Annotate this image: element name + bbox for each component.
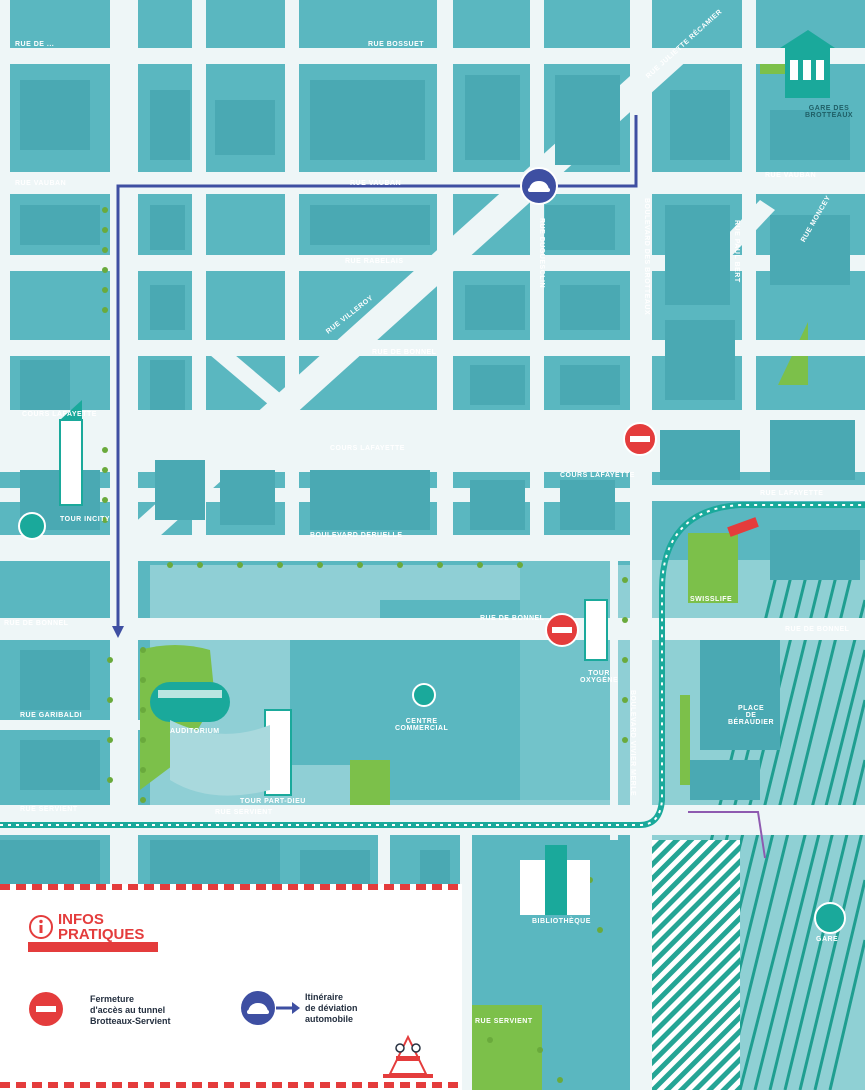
street-label: RUE GARIBALDI bbox=[20, 712, 83, 719]
traffic-cone-icon bbox=[383, 1034, 433, 1078]
street-label: RUE VAUBAN bbox=[765, 172, 817, 179]
street-label: BOULEVARD DES BROTTEAUX bbox=[643, 198, 650, 316]
legend-title: INFOS PRATIQUES bbox=[58, 911, 145, 943]
buildings bbox=[0, 75, 860, 900]
street-label: BOULEVARD DERUELLE bbox=[310, 532, 403, 539]
tour-part-dieu-label: TOUR PART-DIEU bbox=[240, 798, 306, 805]
street-label: RUE VAUBAN bbox=[15, 180, 67, 187]
street-label: COURS LAFAYETTE bbox=[560, 472, 635, 479]
tour-oxygene-label: TOUR OXYGÈNE bbox=[580, 670, 619, 684]
bibliotheque-label: BIBLIOTHÈQUE bbox=[532, 918, 591, 925]
street-label: RUE RABELAIS bbox=[345, 258, 404, 265]
legend-closure-text: Fermeture d'accès au tunnel Brotteaux-Se… bbox=[90, 994, 171, 1026]
info-icon bbox=[29, 915, 53, 939]
street-label: RUE DE BONNEL bbox=[785, 626, 850, 633]
tour-incity-icon[interactable] bbox=[18, 512, 46, 540]
street-label: RUE DE BONNEL bbox=[372, 349, 437, 356]
place-beraudier-label: PLACE DE BÉRAUDIER bbox=[728, 705, 775, 726]
tour-incity-label: TOUR INCITY bbox=[60, 516, 111, 523]
street-label: RUE DUGUESCLIN bbox=[538, 218, 545, 289]
parks bbox=[140, 60, 808, 1090]
no-entry-icon bbox=[29, 992, 63, 1026]
auditorium-label: AUDITORIUM bbox=[170, 728, 220, 735]
tram-line bbox=[0, 502, 865, 828]
no-entry-icon[interactable] bbox=[623, 422, 657, 456]
legend-border-bottom bbox=[0, 1082, 462, 1088]
gare-brotteaux-label: GARE DES BROTTEAUX bbox=[805, 105, 854, 119]
street-label: RUE SERVIENT bbox=[215, 809, 273, 816]
gare-label: GARE bbox=[816, 936, 839, 943]
legend-panel: INFOS PRATIQUES Fermeture d'accès au tun… bbox=[0, 884, 462, 1090]
detour-route bbox=[116, 115, 638, 630]
centre-commercial-label: CENTRE COMMERCIAL bbox=[395, 718, 449, 732]
street-label: RUE SERVIENT bbox=[20, 806, 78, 813]
street-label: RUE DE BONNEL bbox=[480, 615, 545, 622]
car-icon bbox=[241, 991, 300, 1025]
swisslife-label: SWISSLIFE bbox=[690, 596, 733, 603]
street-label: RUE VAUBAN bbox=[350, 180, 402, 187]
legend-border-top bbox=[0, 884, 462, 890]
trees bbox=[102, 207, 628, 1083]
shopping-cart-icon[interactable] bbox=[412, 683, 436, 707]
no-entry-icon[interactable] bbox=[545, 613, 579, 647]
street-label: RUE LAFAYETTE bbox=[760, 490, 824, 497]
legend-title-bar bbox=[28, 942, 158, 952]
towers bbox=[59, 30, 835, 915]
street-label: BOULEVARD VIVIER MERLE bbox=[629, 690, 636, 797]
street-label: RUE DE ... bbox=[15, 41, 55, 48]
street-label: RUE PAUL BERT bbox=[733, 220, 740, 283]
street-label: RUE DE BONNEL bbox=[4, 620, 69, 627]
street-label: COURS LAFAYETTE bbox=[22, 411, 97, 418]
train-icon[interactable] bbox=[814, 902, 846, 934]
street-label: RUE SERVIENT bbox=[475, 1018, 533, 1025]
car-icon[interactable] bbox=[520, 167, 558, 205]
street-label: RUE BOSSUET bbox=[368, 41, 425, 48]
street-label: COURS LAFAYETTE bbox=[330, 445, 405, 452]
legend-detour-text: Itinéraire de déviation automobile bbox=[305, 992, 358, 1024]
